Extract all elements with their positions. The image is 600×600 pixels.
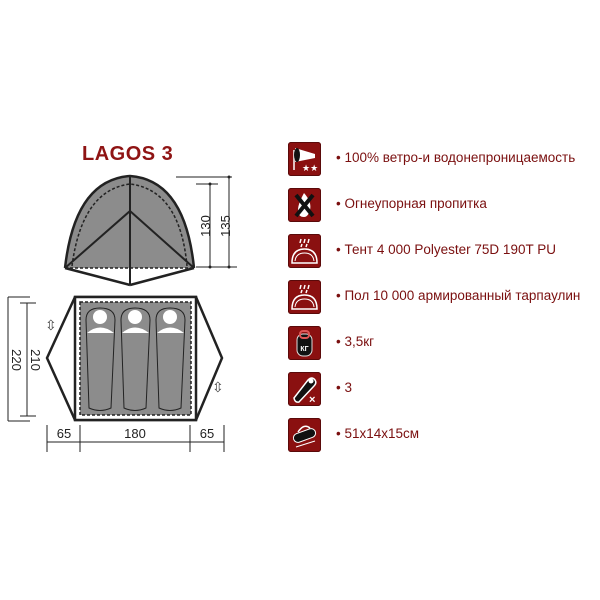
tent-diagram: 130 135 ⇳ ⇳ 220 210 <box>7 174 237 452</box>
feature-text: • 100% ветро-и водонепроницаемость <box>336 150 576 165</box>
feature-text: • Огнеупорная пропитка <box>336 196 487 211</box>
tent-rain-icon <box>288 234 321 268</box>
feature-text: • Пол 10 000 армированный тарпаулин <box>336 288 581 303</box>
tent-floor-plan: ⇳ ⇳ 220 210 65 180 65 <box>7 295 225 452</box>
outer-length-label: 220 <box>9 349 24 371</box>
door-arrow-icon: ⇳ <box>45 317 57 333</box>
feature-text: • 51x14x15см <box>336 426 420 441</box>
product-title: LAGOS 3 <box>82 143 174 165</box>
fire-retardant-icon <box>288 188 321 222</box>
floor-rain-icon <box>288 280 321 314</box>
vestibule-left-label: 65 <box>57 426 71 441</box>
inner-width-label: 180 <box>124 426 146 441</box>
feature-item: × • 3 <box>288 372 598 406</box>
vestibule-right-label: 65 <box>200 426 214 441</box>
windsock-icon: ★★ <box>288 142 321 176</box>
door-arrow-icon: ⇳ <box>212 379 224 395</box>
feature-text: • 3,5кг <box>336 334 375 349</box>
feature-text: • 3 <box>336 380 352 395</box>
feature-item: • Огнеупорная пропитка <box>288 188 598 222</box>
svg-text:×: × <box>309 394 315 406</box>
weight-icon: КГ <box>288 326 321 360</box>
feature-item: • Тент 4 000 Polyester 75D 190T PU <box>288 234 598 268</box>
pack-size-icon <box>288 418 321 452</box>
outer-height-label: 135 <box>218 215 233 237</box>
sleeping-bag-icon: × <box>288 372 321 406</box>
feature-item: ★★ • 100% ветро-и водонепроницаемость <box>288 142 598 176</box>
tent-side-view: 130 135 <box>63 174 237 287</box>
inner-length-label: 210 <box>28 349 43 371</box>
svg-text:★★: ★★ <box>302 163 318 173</box>
feature-item: КГ • 3,5кг <box>288 326 598 360</box>
inner-height-label: 130 <box>198 215 213 237</box>
feature-item: • 51x14x15см <box>288 418 598 452</box>
svg-text:КГ: КГ <box>300 346 308 353</box>
feature-text: • Тент 4 000 Polyester 75D 190T PU <box>336 242 556 257</box>
feature-item: • Пол 10 000 армированный тарпаулин <box>288 280 598 314</box>
